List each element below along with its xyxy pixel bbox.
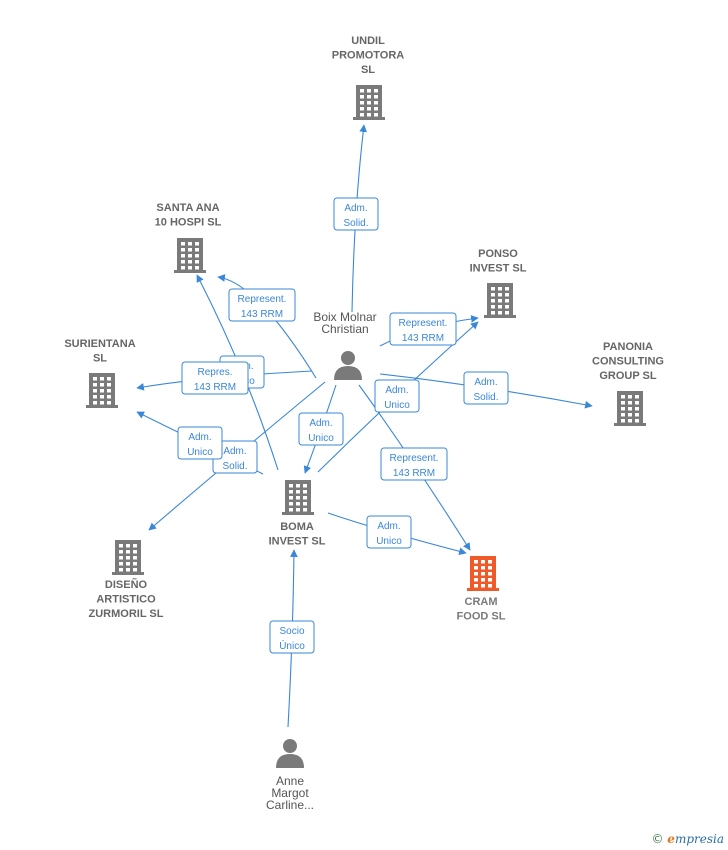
edge-label-line: Único: [279, 639, 305, 652]
node-label-diseno: ARTISTICO: [96, 594, 156, 606]
edge-label-box: [228, 288, 296, 322]
edge-label-line: Represent.: [399, 318, 448, 329]
edge-label-line: Adm.: [344, 203, 367, 214]
node-label-anne: Margot: [271, 786, 309, 800]
node-surientana[interactable]: SURIENTANA SL: [64, 338, 136, 408]
building-icon: [484, 283, 516, 318]
edge-label-line: Unico: [376, 536, 402, 547]
node-label-anne: Carline...: [266, 798, 314, 812]
edge-label-box: [177, 426, 223, 460]
node-label-ponso: INVEST SL: [470, 263, 527, 275]
edge-label-boma-to-surientana[interactable]: Adm. Unico: [177, 426, 223, 460]
edge-label-line: 143 RRM: [194, 382, 236, 393]
building-icon: [614, 391, 646, 426]
node-panonia[interactable]: PANONIA CONSULTING GROUP SL: [592, 341, 664, 426]
empresia-watermark[interactable]: © empresia: [651, 832, 724, 846]
node-label-boix: Christian: [321, 322, 368, 336]
edge-label-line: Solid.: [473, 392, 498, 403]
edge-label-box: [366, 515, 412, 549]
edge-label-line: Adm.: [385, 385, 408, 396]
node-boma[interactable]: BOMA INVEST SL: [269, 480, 326, 548]
edge-labels-layer: Adm.Solid.Adm.UnicoRepresent.143 RRMRepr…: [177, 197, 509, 654]
copyright-symbol: ©: [651, 832, 664, 846]
person-icon: [334, 351, 362, 380]
node-label-boix: Boix Molnar: [313, 310, 376, 324]
edge-label-line: Socio: [279, 626, 304, 637]
node-label-undil: PROMOTORA: [332, 50, 405, 62]
edge-label-box: [181, 361, 249, 395]
edge-label-line: Represent.: [238, 294, 287, 305]
edge-label-line: Unico: [308, 433, 334, 444]
node-label-panonia: GROUP SL: [599, 370, 657, 382]
node-label-surientana: SL: [93, 353, 107, 365]
building-icon: [174, 238, 206, 273]
edge-label-box: [269, 620, 315, 654]
edge-label-boma-to-ponso[interactable]: Adm. Unico: [374, 379, 420, 413]
edge-label-line: 143 RRM: [402, 333, 444, 344]
edge-label-line: Solid.: [343, 218, 368, 229]
node-ponso[interactable]: PONSO INVEST SL: [470, 248, 527, 318]
nodes-layer: UNDIL PROMOTORA SL SANTA ANA 10 HOSPI SL PONS…: [64, 35, 664, 812]
edge-label-box: [389, 312, 457, 346]
node-undil[interactable]: UNDIL PROMOTORA SL: [332, 35, 405, 120]
node-label-ponso: PONSO: [478, 248, 518, 260]
edge-label-box: [298, 412, 344, 446]
edge-label-line: Solid.: [222, 461, 247, 472]
edge-label-boix-to-cram[interactable]: Represent. 143 RRM: [380, 447, 448, 481]
node-label-cram: CRAM: [465, 596, 498, 608]
edge-label-line: Repres.: [197, 367, 232, 378]
edge-label-line: Adm.: [188, 432, 211, 443]
edge-label-line: Adm.: [223, 446, 246, 457]
node-label-panonia: PANONIA: [603, 341, 653, 353]
edge-label-line: Adm.: [309, 418, 332, 429]
edge-label-line: Adm.: [377, 521, 400, 532]
node-label-undil: UNDIL: [351, 35, 385, 47]
node-anne[interactable]: AnneMargotCarline...: [266, 739, 314, 812]
edge-label-boma-to-cram[interactable]: Adm. Unico: [366, 515, 412, 549]
edge-label-box: [374, 379, 420, 413]
edge-label-line: Represent.: [390, 453, 439, 464]
brand-initial: e: [667, 832, 675, 846]
edge-label-boix-to-boma[interactable]: Adm. Unico: [298, 412, 344, 446]
edge-label-line: 143 RRM: [241, 309, 283, 320]
node-label-diseno: ZURMORIL SL: [89, 608, 164, 620]
node-label-boma: BOMA: [280, 521, 314, 533]
node-label-surientana: SURIENTANA: [64, 338, 135, 350]
edge-label-boma-to-santa[interactable]: Represent. 143 RRM: [228, 288, 296, 322]
edge-label-box: [380, 447, 448, 481]
building-icon: [353, 85, 385, 120]
node-label-diseno: DISEÑO: [105, 578, 148, 591]
edge-label-box: [463, 371, 509, 405]
building-icon: [112, 540, 144, 575]
node-label-anne: Anne: [276, 774, 304, 788]
edge-label-box: [333, 197, 379, 231]
building-icon: [86, 373, 118, 408]
node-label-boma: INVEST SL: [269, 536, 326, 548]
node-label-santa: SANTA ANA: [156, 202, 219, 214]
node-label-santa: 10 HOSPI SL: [155, 217, 222, 229]
node-cram[interactable]: CRAM FOOD SL: [457, 556, 506, 623]
node-santa[interactable]: SANTA ANA 10 HOSPI SL: [155, 202, 222, 273]
node-label-panonia: CONSULTING: [592, 356, 664, 368]
brand-name: mpresia: [674, 832, 724, 846]
edge-label-line: Unico: [187, 447, 213, 458]
edge-label-boix-to-ponso[interactable]: Represent. 143 RRM: [389, 312, 457, 346]
person-icon: [276, 739, 304, 768]
node-label-cram: FOOD SL: [457, 611, 506, 623]
edge-label-line: 143 RRM: [393, 468, 435, 479]
edge-label-line: Adm.: [474, 377, 497, 388]
building-icon: [282, 480, 314, 515]
edge-label-line: Unico: [384, 400, 410, 411]
edge-label-boix-to-panonia[interactable]: Adm. Solid.: [463, 371, 509, 405]
edge-label-boix-to-surientana[interactable]: Repres. 143 RRM: [181, 361, 249, 395]
node-diseno[interactable]: DISEÑO ARTISTICO ZURMORIL SL: [89, 540, 164, 620]
building-icon: [467, 556, 499, 591]
edge-label-boix-to-undil[interactable]: Adm. Solid.: [333, 197, 379, 231]
node-label-undil: SL: [361, 64, 375, 76]
